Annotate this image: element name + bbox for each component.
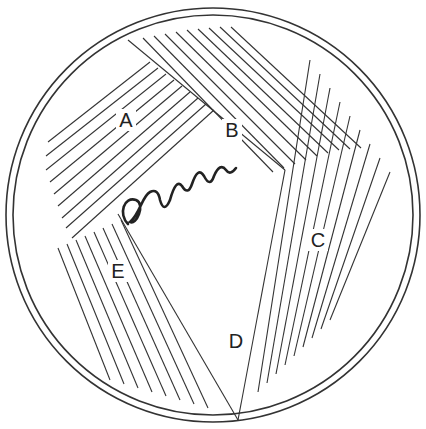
region-label: C <box>308 229 328 251</box>
dish-rim <box>6 8 420 422</box>
region-label: B <box>222 119 241 141</box>
streak-b <box>128 27 361 172</box>
inoculum-squiggle <box>123 167 236 224</box>
region-label: D <box>226 330 246 352</box>
region-label: A <box>116 109 135 131</box>
streak-d <box>118 170 285 420</box>
region-label: E <box>108 260 127 282</box>
streak-e <box>58 220 208 408</box>
streak-c <box>258 60 390 392</box>
streak-a <box>46 62 214 238</box>
